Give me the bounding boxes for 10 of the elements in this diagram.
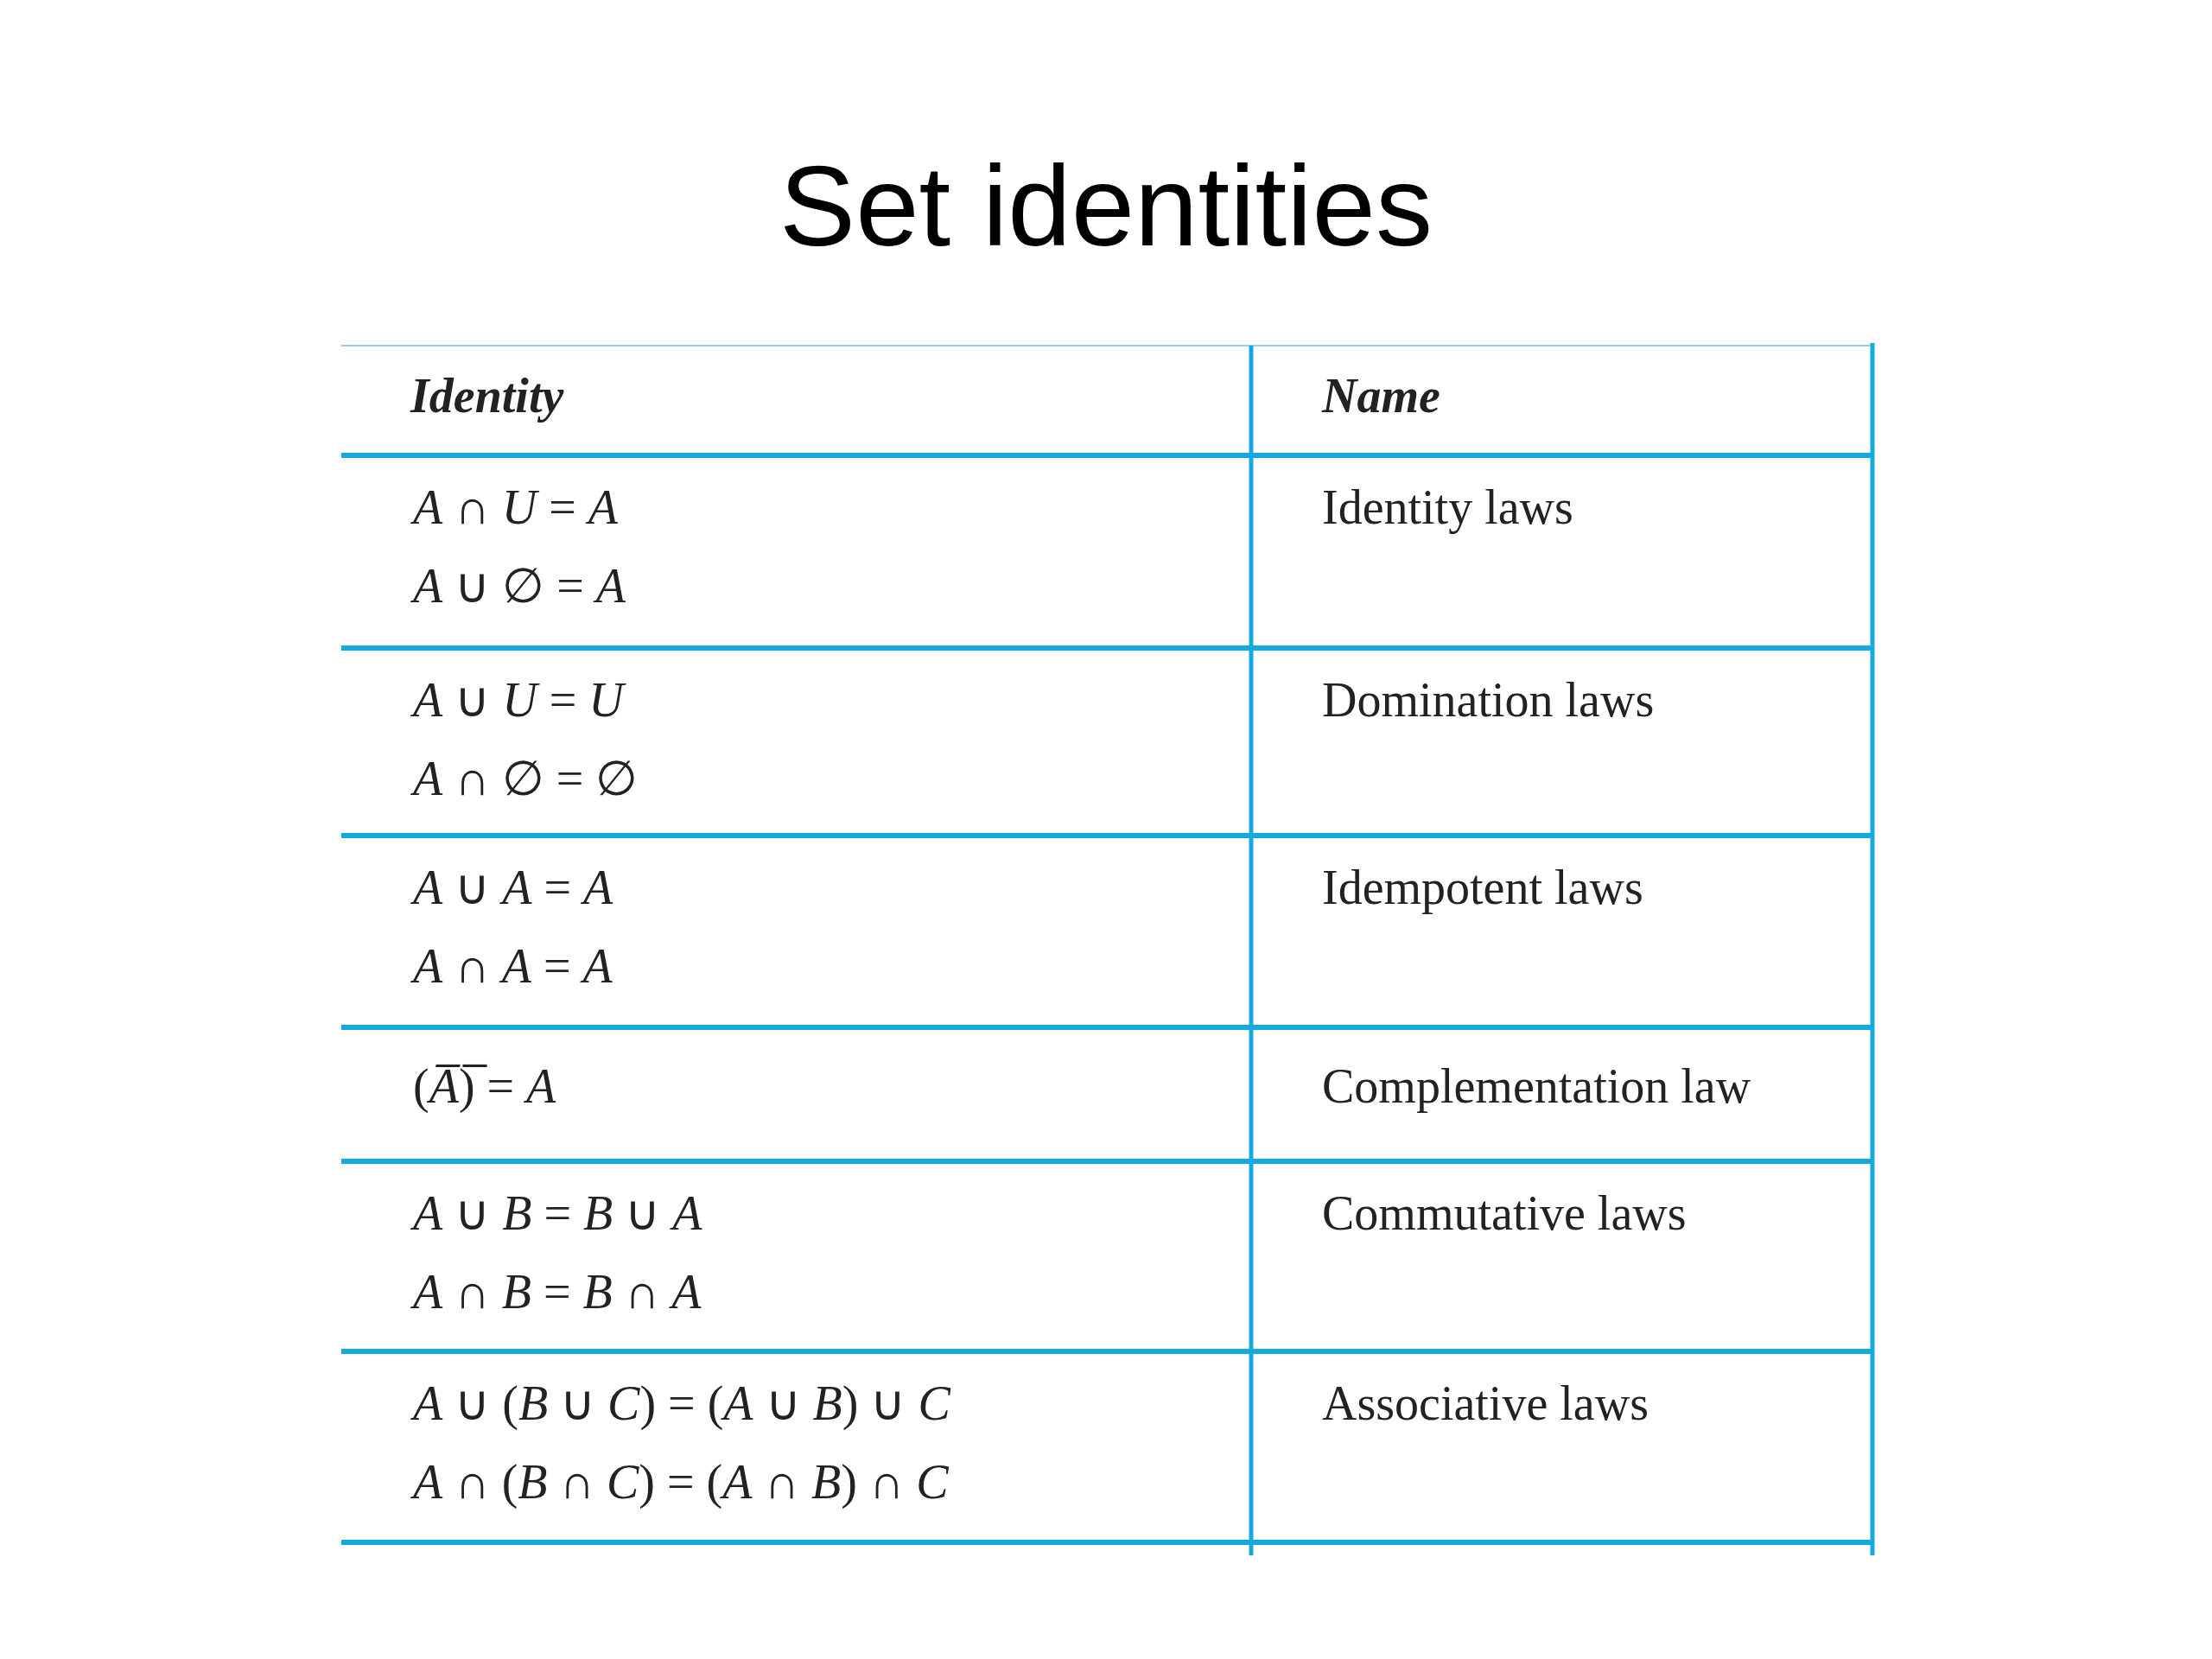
law-name: Idempotent laws <box>1322 861 1643 915</box>
law-name: Commutative laws <box>1322 1187 1687 1241</box>
law-name: Complementation law <box>1322 1060 1751 1114</box>
law-name: Domination laws <box>1322 674 1655 728</box>
law-name: Associative laws <box>1322 1377 1649 1431</box>
law-name: Identity laws <box>1322 481 1573 535</box>
column-header: Identity <box>410 370 564 423</box>
column-header: Name <box>1322 370 1440 423</box>
slide-title: Set identities <box>779 142 1433 271</box>
identity-formula: (A̅)̅ = A <box>413 1060 556 1114</box>
